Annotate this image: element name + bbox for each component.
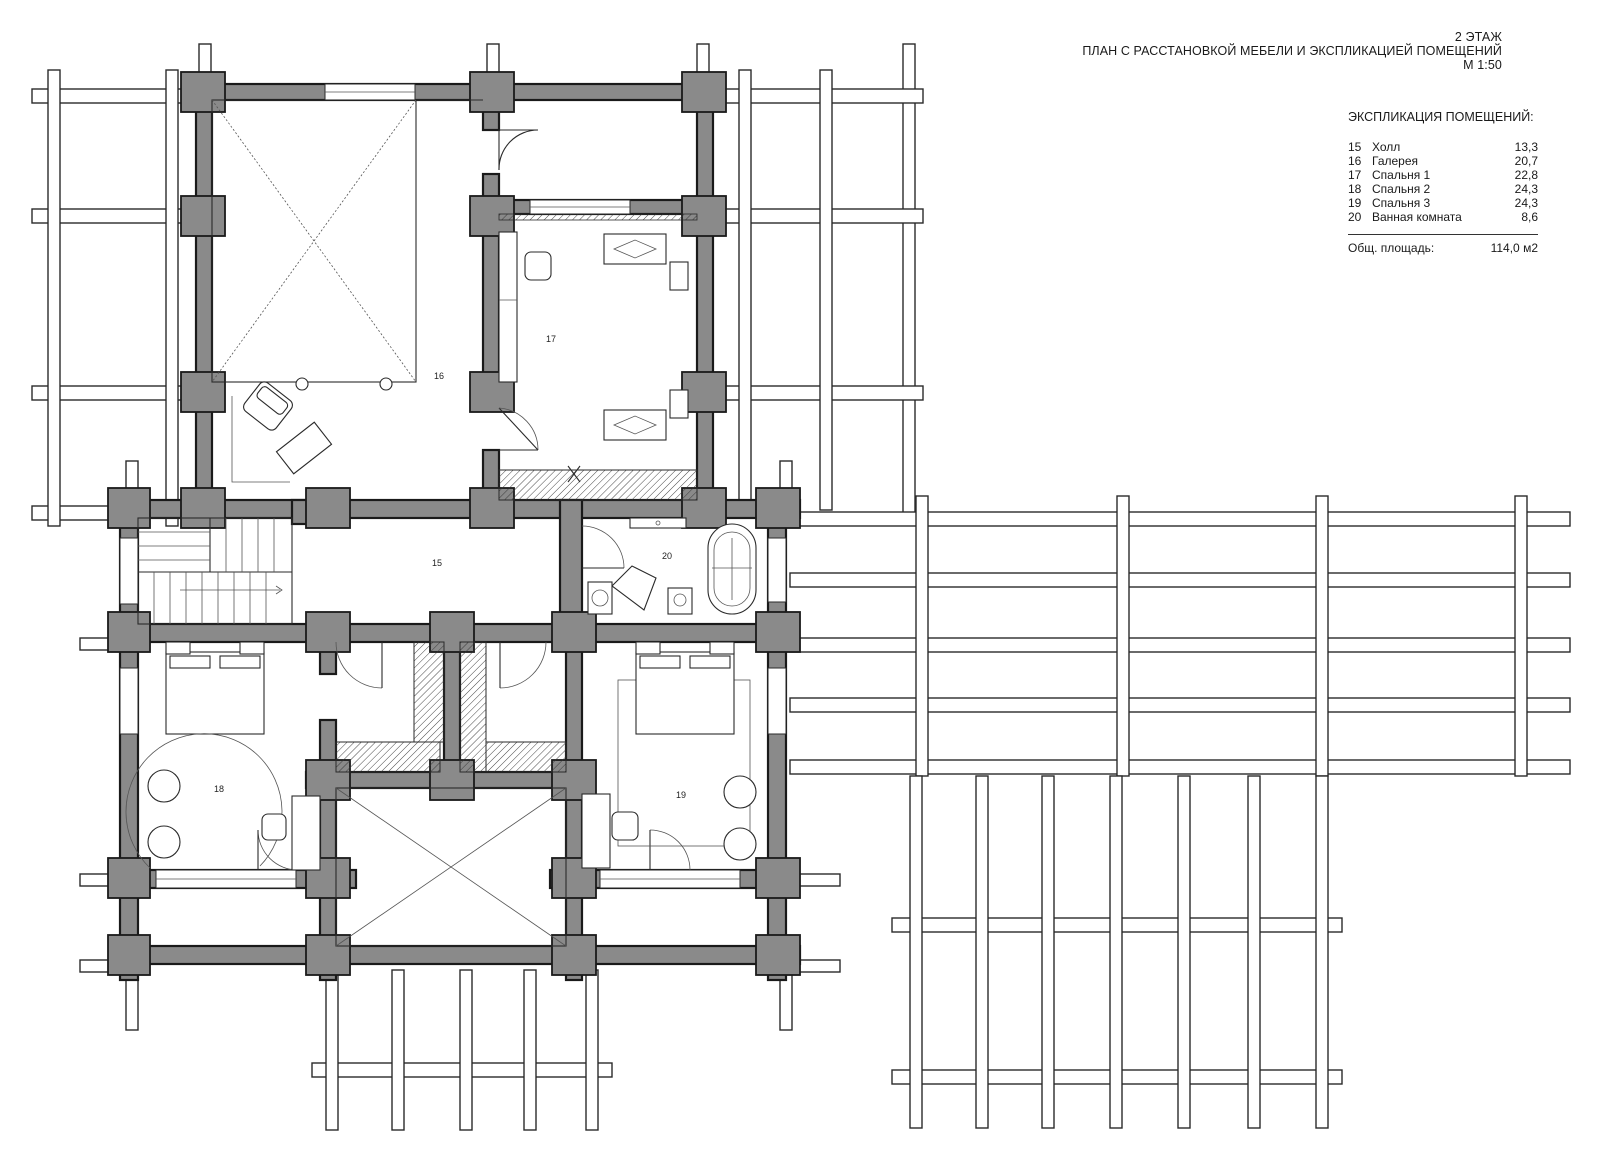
room-area: 22,8: [1514, 168, 1538, 182]
double-height-voids: [211, 99, 567, 947]
bathroom-fixtures: [587, 517, 757, 615]
room-label-17: 17: [546, 334, 556, 344]
room-row: 17 Спальня 1 22,8: [1348, 168, 1538, 182]
foundation-grid: [31, 43, 1571, 1131]
bedroom-1-furniture: [498, 213, 698, 501]
room-area: 13,3: [1514, 140, 1538, 154]
floor-title: 2 ЭТАЖ: [1454, 30, 1502, 44]
title-block: 2 ЭТАЖ ПЛАН С РАССТАНОВКОЙ МЕБЕЛИ И ЭКСП…: [1082, 30, 1502, 72]
gallery-furniture: [231, 377, 393, 483]
windows: [119, 83, 787, 889]
room-area: 24,3: [1514, 196, 1538, 210]
room-name: Спальня 1: [1372, 168, 1431, 182]
room-number: 20: [1348, 210, 1362, 224]
wall-posts: [107, 71, 801, 976]
room-name: Холл: [1372, 140, 1401, 154]
plan-subtitle: ПЛАН С РАССТАНОВКОЙ МЕБЕЛИ И ЭКСПЛИКАЦИЕ…: [1082, 44, 1502, 58]
plan-scale: М 1:50: [1463, 58, 1502, 72]
room-numbers: 15 16 17 18 19 20: [214, 334, 686, 800]
room-number: 18: [1348, 182, 1362, 196]
closets: [335, 641, 567, 773]
room-schedule-heading: ЭКСПЛИКАЦИЯ ПОМЕЩЕНИЙ:: [1348, 110, 1534, 124]
room-name: Спальня 2: [1372, 182, 1431, 196]
room-label-20: 20: [662, 551, 672, 561]
total-area-label: Общ. площадь:: [1348, 241, 1435, 255]
room-label-15: 15: [432, 558, 442, 568]
doors: [257, 129, 691, 871]
room-row: 16 Галерея 20,7: [1348, 154, 1538, 168]
room-row: 19 Спальня 3 24,3: [1348, 196, 1538, 210]
room-label-16: 16: [434, 371, 444, 381]
room-label-19: 19: [676, 790, 686, 800]
bedroom-3-furniture: [581, 641, 757, 869]
room-row: 18 Спальня 2 24,3: [1348, 182, 1538, 196]
total-area-value: 114,0 м2: [1490, 241, 1538, 255]
room-name: Ванная комната: [1372, 210, 1462, 224]
room-number: 16: [1348, 154, 1362, 168]
room-number: 17: [1348, 168, 1362, 182]
bedroom-2-furniture: [125, 641, 321, 871]
room-schedule: ЭКСПЛИКАЦИЯ ПОМЕЩЕНИЙ: 15 Холл 13,3 16 Г…: [1348, 110, 1538, 255]
legend-divider: [1348, 234, 1538, 235]
room-name: Галерея: [1372, 154, 1419, 168]
staircase: [137, 517, 293, 625]
room-name: Спальня 3: [1372, 196, 1431, 210]
room-number: 19: [1348, 196, 1362, 210]
room-number: 15: [1348, 140, 1362, 154]
room-area: 24,3: [1514, 182, 1538, 196]
room-area: 8,6: [1521, 210, 1538, 224]
room-area: 20,7: [1514, 154, 1538, 168]
room-row: 15 Холл 13,3: [1348, 140, 1538, 154]
total-area: Общ. площадь: 114,0 м2: [1348, 241, 1538, 255]
room-label-18: 18: [214, 784, 224, 794]
room-row: 20 Ванная комната 8,6: [1348, 210, 1538, 224]
